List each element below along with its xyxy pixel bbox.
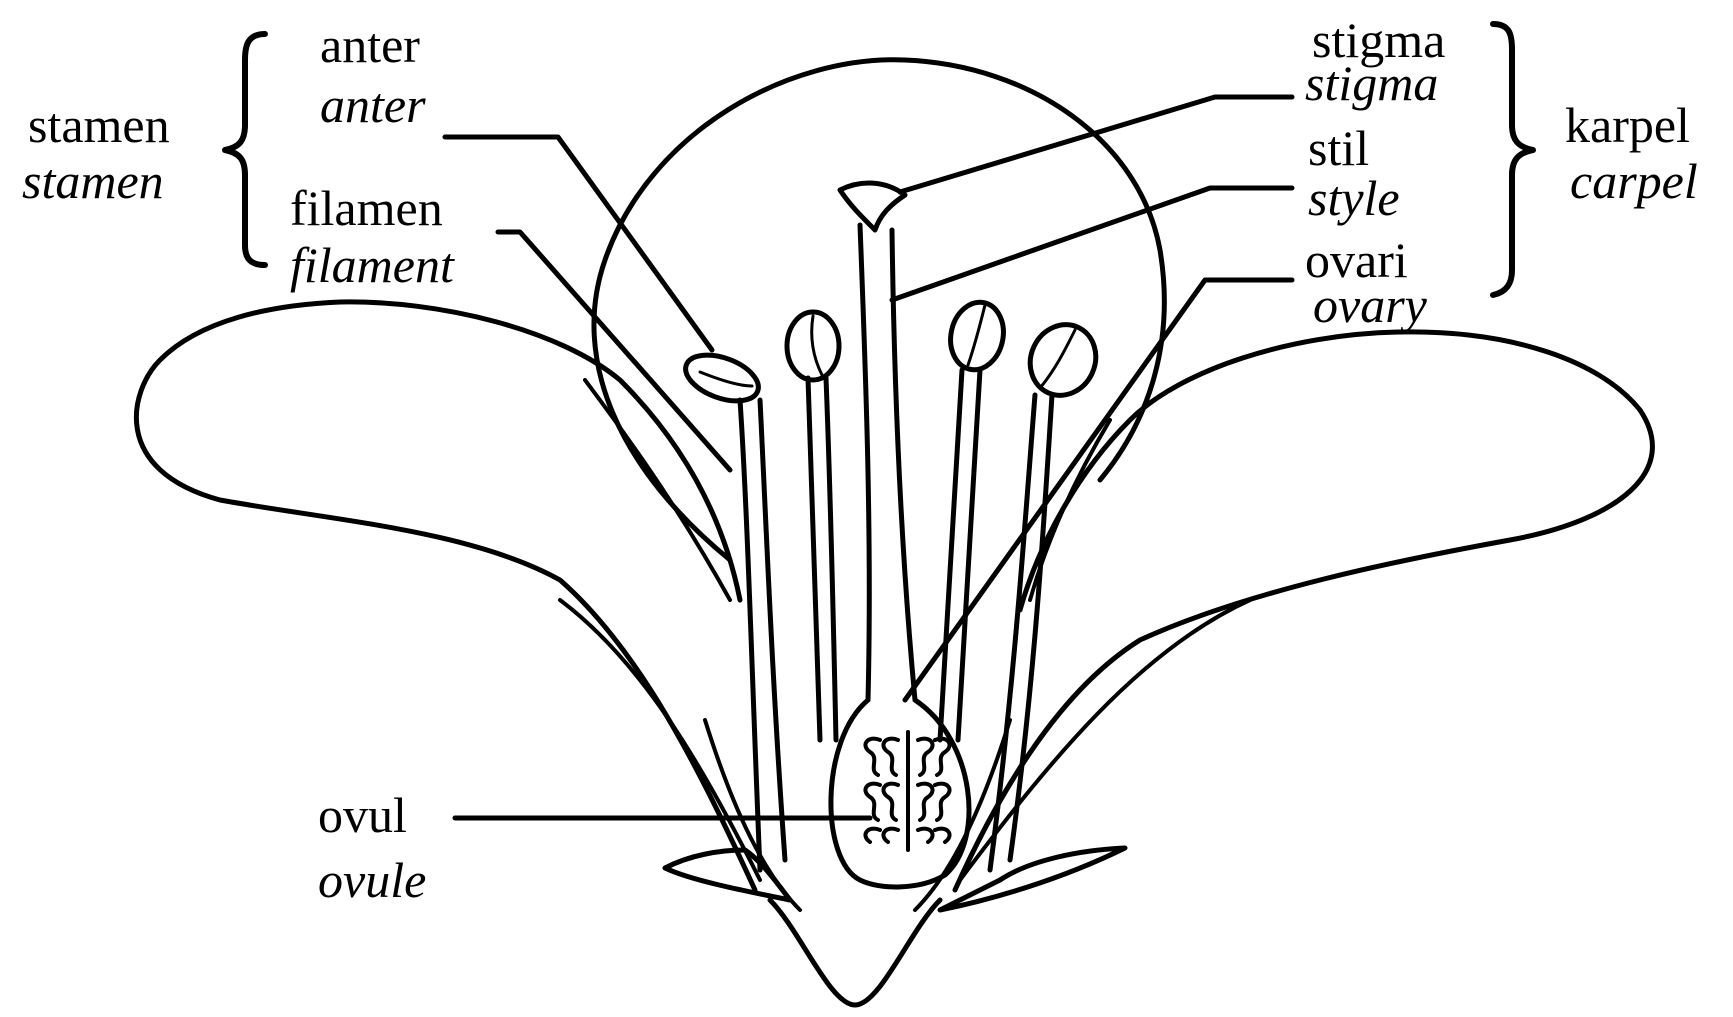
style-label-ms: stil (1308, 123, 1369, 173)
stigma-shape (840, 183, 905, 230)
anther-label-en: anter (320, 80, 426, 130)
leader-filament (498, 232, 730, 470)
anther-label-ms: anter (320, 20, 420, 70)
ovule-label-en: ovule (318, 855, 426, 905)
filament-1 (740, 400, 785, 870)
filament-label-ms: filamen (290, 183, 443, 233)
anther-1 (679, 346, 764, 410)
right-petal (955, 332, 1652, 890)
anther-3-split (968, 305, 985, 365)
ovule-label-ms: ovul (318, 790, 407, 840)
ovules (865, 732, 949, 850)
style-label-en: style (1308, 173, 1400, 223)
receptacle (770, 900, 940, 1005)
stigma-label-en: stigma (1305, 58, 1438, 108)
carpel-label-en: carpel (1570, 156, 1698, 206)
filament-2 (808, 378, 836, 740)
anther-4 (1019, 314, 1107, 406)
anther-2-split (812, 316, 822, 375)
carpel-brace (1493, 24, 1533, 295)
stamen-brace (225, 34, 265, 265)
stamen-label-ms: stamen (28, 100, 170, 150)
leader-stigma (900, 97, 1292, 192)
carpel-label-ms: karpel (1565, 100, 1690, 150)
anther-1-split (700, 372, 752, 386)
ovary-label-en: ovary (1313, 280, 1427, 330)
filament-label-en: filament (290, 240, 454, 290)
anther-4-split (1040, 330, 1075, 388)
filament-3 (940, 370, 980, 740)
leader-style (892, 188, 1292, 300)
stamen-label-en: stamen (22, 156, 164, 206)
